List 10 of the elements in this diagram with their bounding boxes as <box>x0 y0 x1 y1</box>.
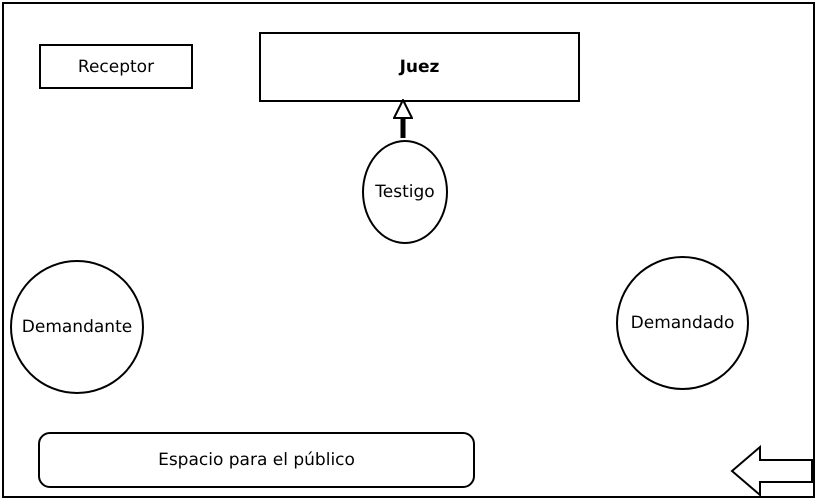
node-label: Receptor <box>78 56 154 76</box>
desk-box <box>39 44 193 89</box>
arrow <box>393 99 413 138</box>
node-label: Demandado <box>630 313 734 333</box>
node-label: Testigo <box>375 182 435 202</box>
node-label: Juez <box>400 57 440 77</box>
node-label: Espacio para el público <box>158 450 355 470</box>
seating-area-box <box>38 432 475 488</box>
node-label: Demandante <box>22 317 132 337</box>
bench-box <box>259 32 580 102</box>
